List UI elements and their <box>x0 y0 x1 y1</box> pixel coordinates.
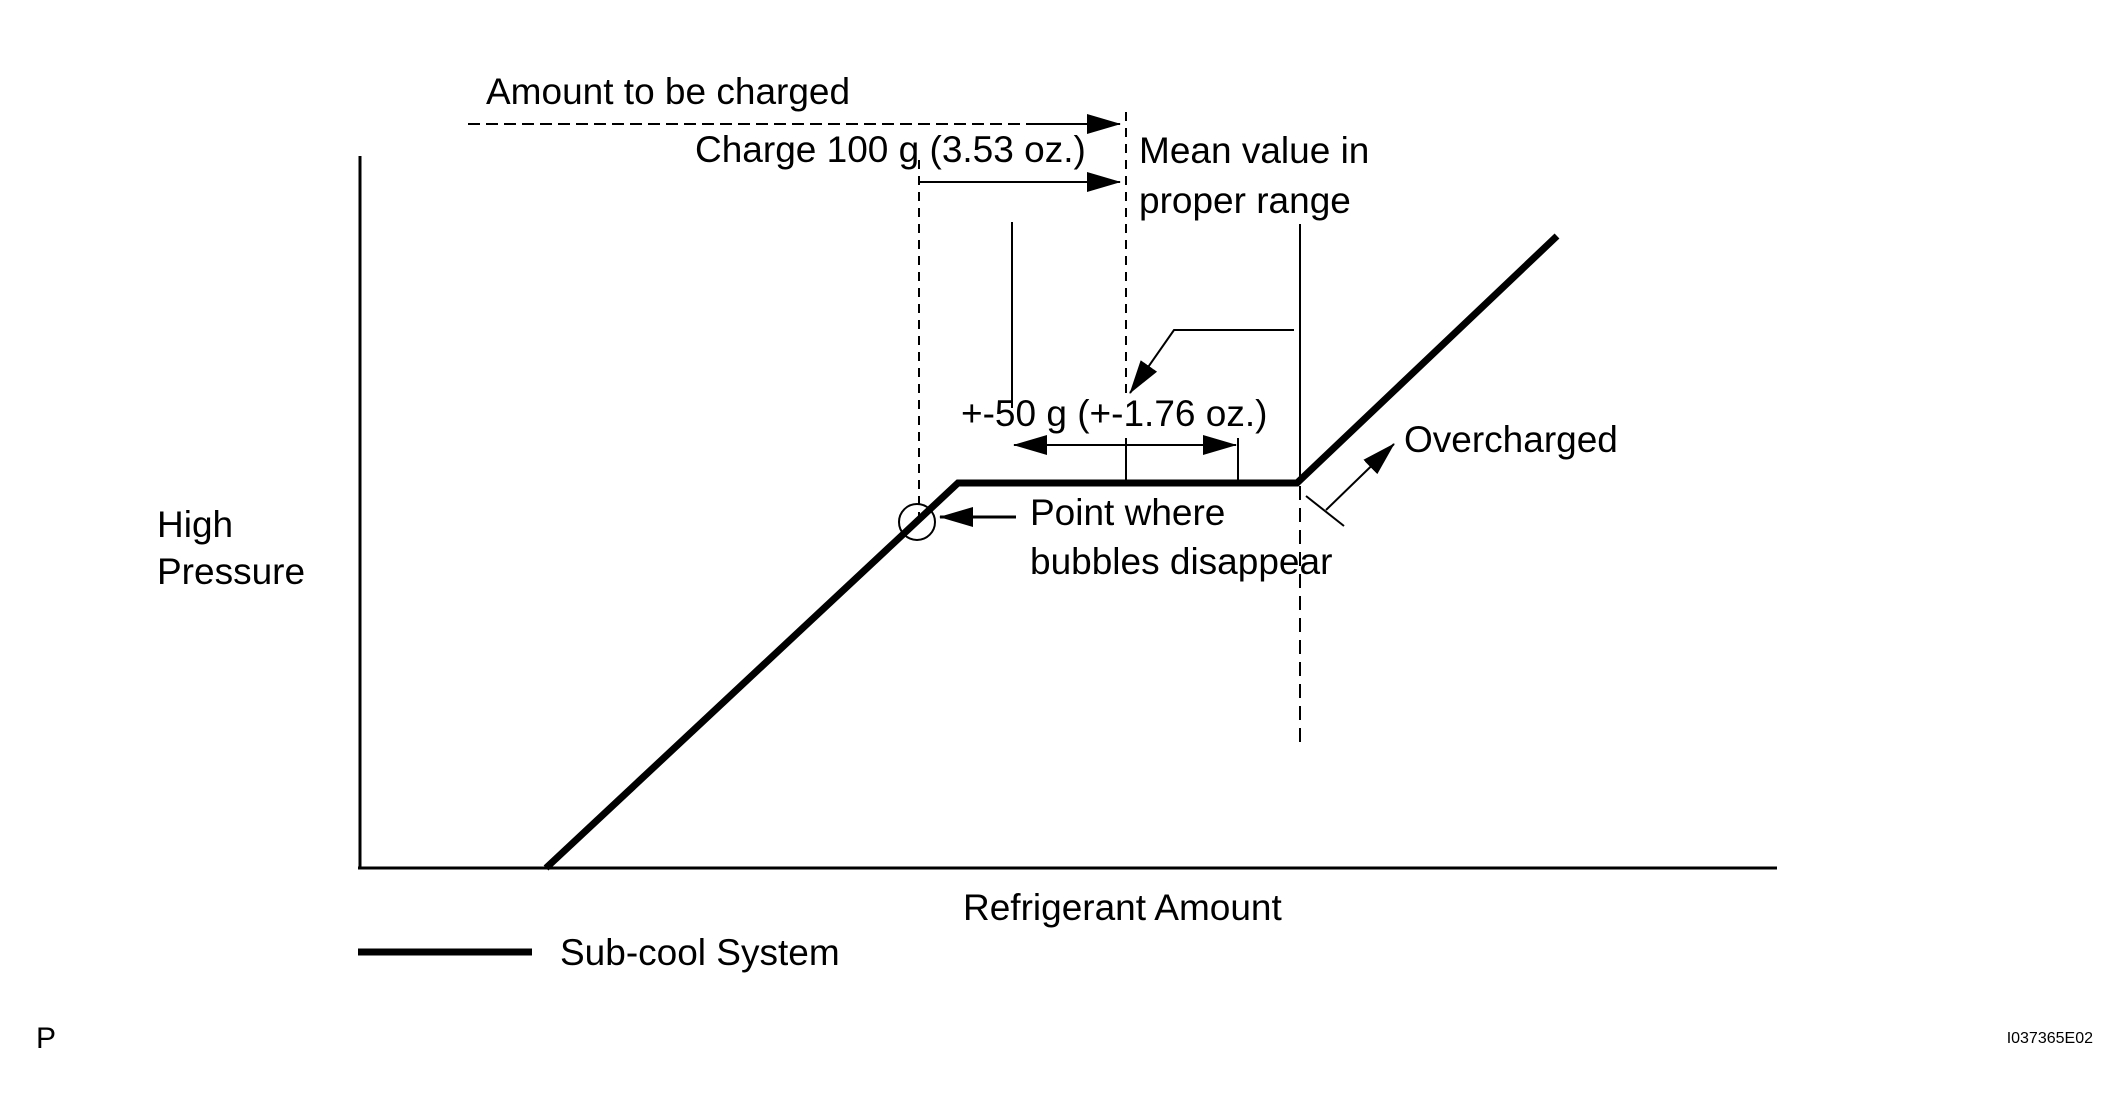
legend-label: Sub-cool System <box>560 932 840 973</box>
mean-value-leader <box>1129 329 1294 394</box>
y-axis-label-line2: Pressure <box>157 551 305 592</box>
point-where-label-line2: bubbles disappear <box>1030 541 1332 582</box>
bubble-point-circle <box>898 503 936 541</box>
sub-cool-curve <box>543 233 1560 871</box>
amount-to-be-charged-label: Amount to be charged <box>486 71 850 112</box>
overcharged-label: Overcharged <box>1404 419 1618 460</box>
mean-value-label-line2: proper range <box>1139 180 1351 221</box>
overcharged-tick <box>1305 495 1345 527</box>
corner-letter: P <box>36 1022 56 1055</box>
overcharged-arrow <box>1325 443 1395 511</box>
x-axis-label: Refrigerant Amount <box>963 887 1283 928</box>
charge-100g-label: Charge 100 g (3.53 oz.) <box>695 129 1086 170</box>
mean-value-label-line1: Mean value in <box>1139 130 1369 171</box>
y-axis-label-line1: High <box>157 504 233 545</box>
point-where-label-line1: Point where <box>1030 492 1225 533</box>
figure-code: I037365E02 <box>2007 1030 2093 1047</box>
tolerance-label: +-50 g (+-1.76 oz.) <box>961 393 1267 434</box>
